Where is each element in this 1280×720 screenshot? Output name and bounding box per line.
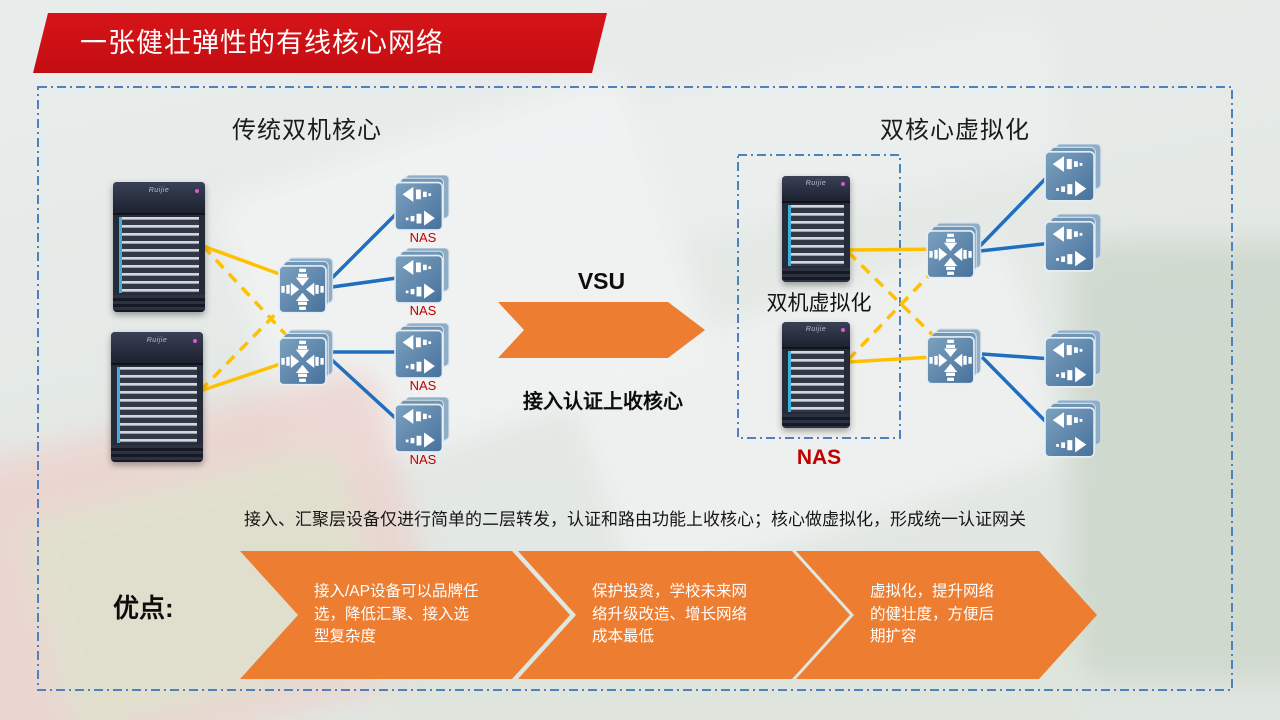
chassis-base bbox=[782, 414, 850, 428]
nas-access-switch-icon bbox=[1043, 214, 1105, 272]
right-section-heading: 双核心虚拟化 bbox=[880, 117, 1030, 144]
chassis-slots bbox=[117, 367, 197, 444]
advantage-text: 虚拟化，提升网络的健壮度，方便后期扩容 bbox=[870, 583, 995, 646]
chassis-led bbox=[192, 338, 197, 343]
nas-label: NAS bbox=[409, 230, 437, 245]
advantages-label: 优点: bbox=[113, 593, 174, 623]
chassis-base bbox=[111, 445, 203, 462]
slide-title: 一张健壮弹性的有线核心网络 bbox=[80, 28, 444, 58]
chassis-top-panel: Ruijie bbox=[782, 322, 850, 350]
nas-label: NAS bbox=[409, 452, 437, 467]
multilayer-switch-icon bbox=[926, 222, 984, 280]
chassis-led bbox=[194, 188, 199, 193]
nas-access-switch-icon bbox=[1043, 400, 1105, 458]
nas-label: NAS bbox=[409, 378, 437, 393]
core-chassis-device: Ruijie bbox=[782, 176, 850, 282]
virtualization-box-label: 双机虚拟化 bbox=[766, 292, 872, 315]
vsu-arrow bbox=[498, 302, 705, 358]
chassis-brand-logo: Ruijie bbox=[805, 179, 827, 187]
chassis-led bbox=[841, 181, 846, 186]
core-chassis-device: Ruijie bbox=[782, 322, 850, 428]
nas-access-switch-icon bbox=[393, 175, 453, 231]
chassis-slots bbox=[788, 205, 844, 267]
core-chassis-device: Ruijie bbox=[111, 332, 203, 462]
left-section-heading: 传统双机核心 bbox=[232, 117, 382, 144]
nas-access-switch-icon bbox=[393, 248, 453, 304]
chassis-led bbox=[841, 327, 846, 332]
right-nas-label: NAS bbox=[796, 446, 842, 469]
vsu-label: VSU bbox=[577, 268, 626, 294]
chassis-brand-logo: Ruijie bbox=[148, 186, 170, 194]
nas-access-switch-icon bbox=[1043, 144, 1105, 202]
title-banner: 一张健壮弹性的有线核心网络 bbox=[33, 13, 607, 73]
chassis-base bbox=[782, 268, 850, 282]
vsu-caption: 接入认证上收核心 bbox=[523, 391, 683, 413]
nas-access-switch-icon bbox=[1043, 330, 1105, 388]
chassis-base bbox=[113, 295, 205, 312]
multilayer-switch-icon bbox=[278, 329, 336, 387]
chassis-slots bbox=[788, 351, 844, 413]
chassis-top-panel: Ruijie bbox=[111, 332, 203, 366]
background-trees bbox=[1070, 240, 1280, 680]
chassis-slots bbox=[119, 217, 199, 294]
multilayer-switch-icon bbox=[278, 257, 336, 315]
advantage-text: 保护投资，学校未来网络升级改造、增长网络成本最低 bbox=[592, 583, 748, 646]
multilayer-switch-icon bbox=[926, 328, 984, 386]
nas-label: NAS bbox=[409, 303, 437, 318]
chassis-top-panel: Ruijie bbox=[782, 176, 850, 204]
chassis-brand-logo: Ruijie bbox=[805, 325, 827, 333]
chassis-brand-logo: Ruijie bbox=[146, 336, 168, 344]
nas-access-switch-icon bbox=[393, 323, 453, 379]
diagram-description: 接入、汇聚层设备仅进行简单的二层转发，认证和路由功能上收核心；核心做虚拟化，形成… bbox=[244, 510, 1026, 529]
core-chassis-device: Ruijie bbox=[113, 182, 205, 312]
chassis-top-panel: Ruijie bbox=[113, 182, 205, 216]
advantage-text: 接入/AP设备可以品牌任选，降低汇聚、接入选型复杂度 bbox=[314, 583, 479, 646]
